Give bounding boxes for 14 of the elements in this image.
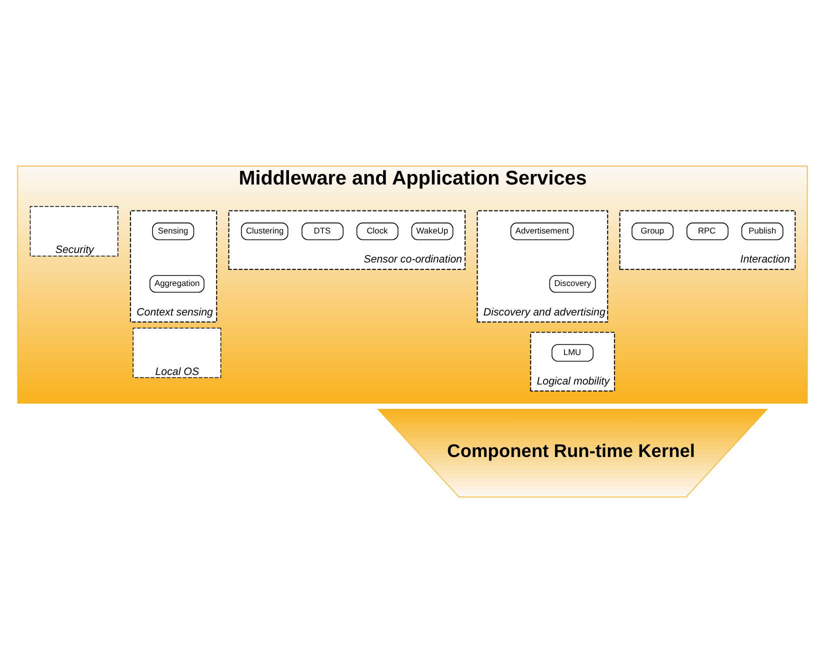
node-box: Advertisement — [510, 222, 574, 240]
node-box: WakeUp — [411, 222, 454, 240]
node-box: RPC — [686, 222, 728, 240]
node-box: LMU — [552, 344, 594, 362]
node-box: Local OS — [132, 328, 222, 378]
node-box: Aggregation — [150, 275, 204, 293]
node-box: Sensing — [152, 222, 194, 240]
node-box: Clustering — [241, 222, 288, 240]
node-box: Discovery — [549, 275, 596, 293]
node-box: Clock — [356, 222, 398, 240]
node-box: Group — [632, 222, 674, 240]
node-box: DTS — [302, 222, 344, 240]
node-box: Publish — [741, 222, 784, 240]
node-box: Security — [30, 206, 118, 256]
